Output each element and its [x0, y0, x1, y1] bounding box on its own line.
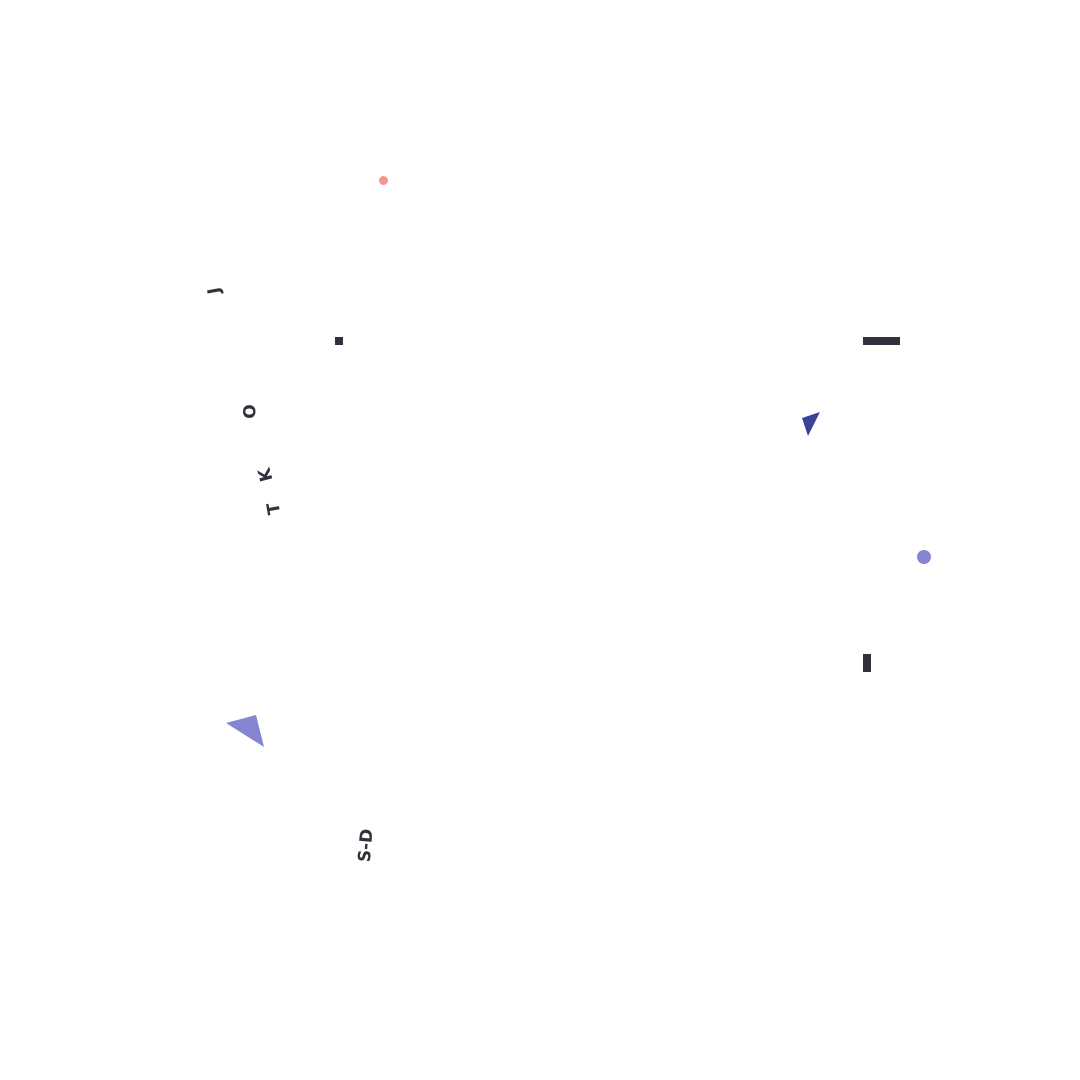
letter-j: J: [204, 285, 226, 296]
lavender-triangle-fill: [226, 715, 264, 747]
salmon-dot-shape: [379, 176, 388, 185]
horizontal-bar-shape: [863, 337, 900, 345]
letter-t: T: [263, 501, 286, 517]
letter-o: O: [240, 404, 261, 419]
navy-triangle-fill: [802, 412, 820, 436]
lavender-triangle-shape: [226, 715, 264, 747]
vertical-bar-shape: [863, 654, 871, 672]
letter-k: K: [254, 465, 278, 484]
small-square-shape: [335, 337, 343, 345]
navy-triangle-shape: [802, 412, 820, 436]
lavender-dot-shape: [917, 550, 931, 564]
label-s-d: S-D: [354, 827, 378, 863]
